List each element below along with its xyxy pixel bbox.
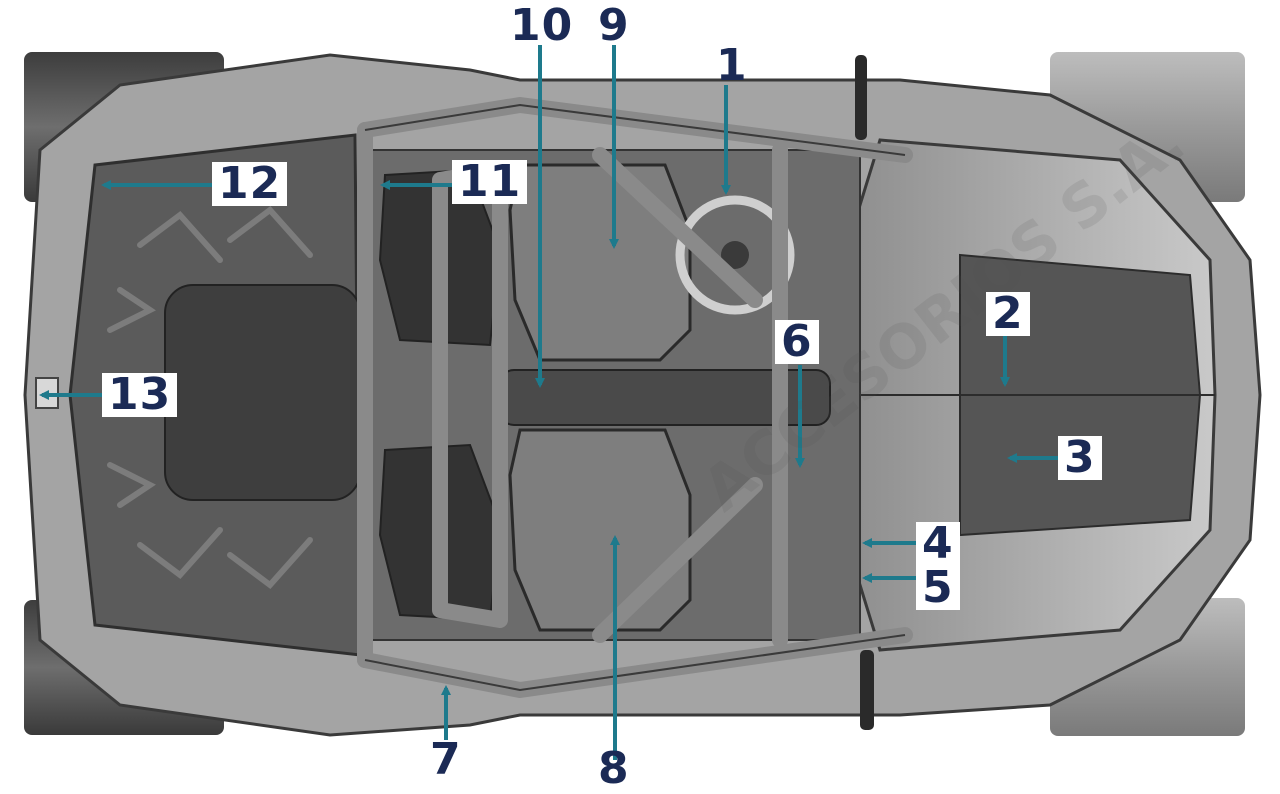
callout-label-8: 8: [598, 743, 630, 794]
driver-seat-shape: [508, 163, 692, 362]
callout-label-12: 12: [212, 162, 288, 206]
callout-arrows: [39, 45, 1060, 760]
callout-label-13: 13: [102, 373, 178, 417]
callout-label-2: 2: [986, 292, 1030, 336]
passenger-seat-shape: [508, 428, 692, 632]
callout-label-6: 6: [775, 320, 819, 364]
antenna: [855, 55, 867, 140]
callout-label-4: 4: [916, 522, 960, 566]
callout-label-10: 10: [510, 0, 574, 51]
cargo-bed-pattern: [107, 205, 313, 590]
roll-cage-outline: [364, 103, 906, 692]
callout-label-7: 7: [430, 734, 462, 785]
steering-hub: [721, 241, 749, 269]
callout-label-3: 3: [1058, 436, 1102, 480]
mirror-right: [860, 650, 874, 730]
callout-label-1: 1: [716, 40, 748, 91]
callout-label-11: 11: [452, 160, 528, 204]
callout-label-9: 9: [598, 0, 630, 51]
steering-wheel-shape: [675, 195, 795, 315]
callout-label-5: 5: [916, 566, 960, 610]
spare-storage-box: [164, 284, 361, 501]
